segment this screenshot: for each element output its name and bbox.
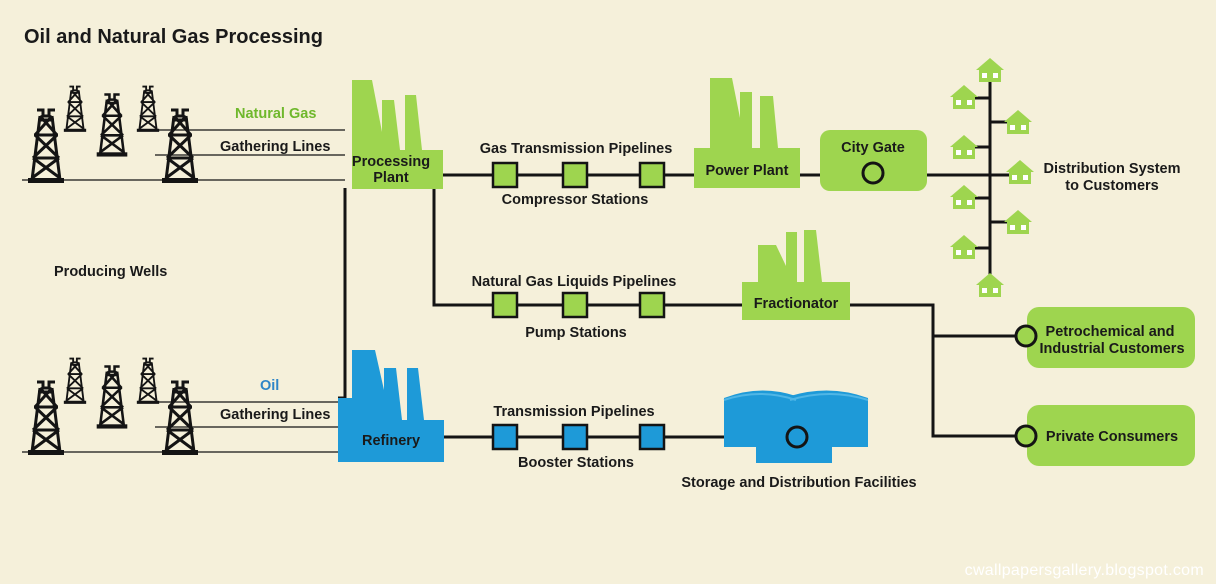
city-gate-box xyxy=(820,130,927,191)
oil-gathering-lines-label: Gathering Lines xyxy=(220,407,330,423)
fractionator-outputs xyxy=(850,303,1026,438)
private-consumers-label: Private Consumers xyxy=(1046,429,1178,445)
transmission-pipelines-label: Transmission Pipelines xyxy=(493,404,654,420)
pump-stations-label: Pump Stations xyxy=(525,325,627,341)
compressor-station-3 xyxy=(638,161,666,189)
distribution-label-1: Distribution System xyxy=(1044,161,1181,177)
gas-wells-icon xyxy=(28,87,198,183)
plant-refinery-connector xyxy=(338,188,347,400)
storage-distribution-label: Storage and Distribution Facilities xyxy=(681,475,916,491)
processing-plant: Processing Plant xyxy=(352,80,443,189)
petrochemical-customers-box xyxy=(1027,307,1195,368)
booster-stations-label: Booster Stations xyxy=(518,455,634,471)
processing-plant-label-2: Plant xyxy=(373,170,409,186)
watermark: cwallpapersgallery.blogspot.com xyxy=(965,562,1204,579)
compressor-stations-label: Compressor Stations xyxy=(502,192,649,208)
private-consumers-node xyxy=(1014,424,1038,448)
processing-plant-label-1: Processing xyxy=(352,154,430,170)
city-gate-label: City Gate xyxy=(841,140,905,156)
compressor-station-2 xyxy=(561,161,589,189)
petrochemical-label-1: Petrochemical and xyxy=(1046,324,1175,340)
storage-tanks-icon xyxy=(723,390,869,463)
pump-station-1 xyxy=(491,291,519,319)
oil-wells-icon xyxy=(28,359,198,455)
gas-gathering-lines-label: Gathering Lines xyxy=(220,139,330,155)
gas-gathering-lines xyxy=(22,129,345,181)
refinery: Refinery xyxy=(338,350,444,462)
power-plant: Power Plant xyxy=(694,78,800,188)
gas-transmission-label: Gas Transmission Pipelines xyxy=(480,141,673,157)
distribution-label-2: to Customers xyxy=(1065,178,1158,194)
city-gate-node xyxy=(861,161,885,185)
refinery-label: Refinery xyxy=(362,433,420,449)
booster-station-2 xyxy=(561,423,589,451)
ngl-pipelines-label: Natural Gas Liquids Pipelines xyxy=(472,274,677,290)
storage-node xyxy=(785,425,809,449)
oil-label: Oil xyxy=(260,378,279,394)
petrochemical-node xyxy=(1014,324,1038,348)
booster-station-1 xyxy=(491,423,519,451)
oil-gathering-lines xyxy=(22,401,338,453)
fractionator-label: Fractionator xyxy=(754,296,839,312)
diagram-title: Oil and Natural Gas Processing xyxy=(24,26,323,48)
natural-gas-label: Natural Gas xyxy=(235,106,316,122)
power-plant-label: Power Plant xyxy=(706,163,789,179)
private-consumers-box xyxy=(1027,405,1195,466)
petrochemical-label-2: Industrial Customers xyxy=(1039,341,1184,357)
pump-station-3 xyxy=(638,291,666,319)
fractionator: Fractionator xyxy=(742,230,850,320)
booster-station-3 xyxy=(638,423,666,451)
producing-wells-label: Producing Wells xyxy=(54,264,167,280)
compressor-station-1 xyxy=(491,161,519,189)
distribution-tree xyxy=(950,58,1034,297)
pump-station-2 xyxy=(561,291,589,319)
